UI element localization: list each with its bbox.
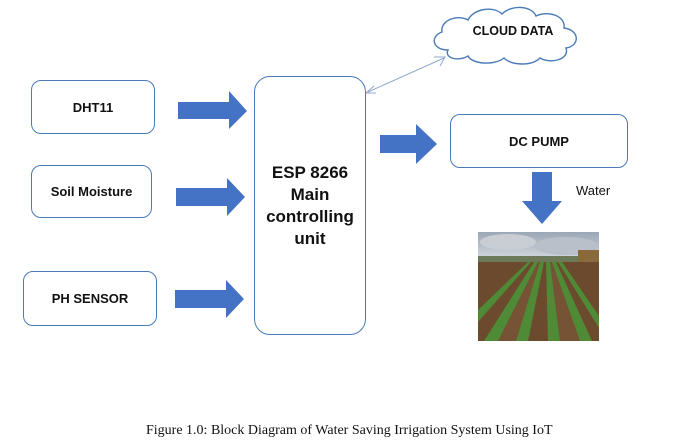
esp8266-main-unit-block: ESP 8266 Main controlling unit [254,76,366,335]
soil-moisture-block: Soil Moisture [31,165,152,218]
cloud-shape [433,6,577,65]
arrow-dht11-to-main [178,91,247,129]
dc-pump-block: DC PUMP [450,114,628,168]
cloud-connector [364,56,446,94]
arrow-ph-to-main [175,280,244,318]
arrow-soil-to-main [176,178,245,216]
arrow-main-to-pump [380,124,437,164]
dht11-label: DHT11 [72,99,114,115]
arrow-pump-to-field [522,172,562,224]
field-image [478,232,599,341]
dc-pump-label: DC PUMP [509,133,569,149]
dht11-block: DHT11 [31,80,155,134]
main-unit-label: ESP 8266 Main controlling unit [266,162,354,248]
ph-sensor-label: PH SENSOR [51,291,129,306]
soil-moisture-label: Soil Moisture [50,184,133,199]
figure-caption: Figure 1.0: Block Diagram of Water Savin… [146,423,553,438]
cloud-data-label: CLOUD DATA [472,24,554,38]
water-label: Water [576,183,611,198]
ph-sensor-block: PH SENSOR [23,271,157,326]
